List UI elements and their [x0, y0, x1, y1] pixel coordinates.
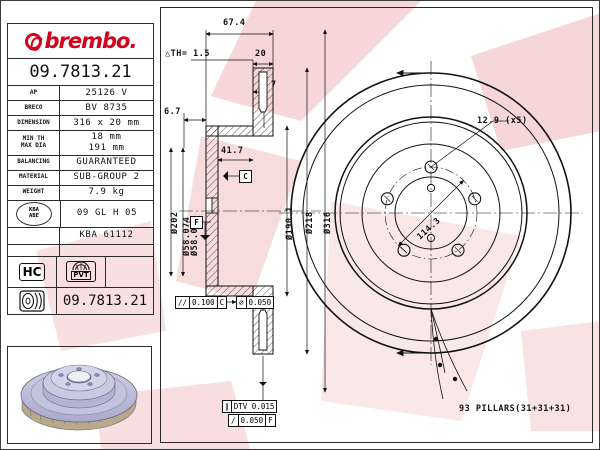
spec-label: BRECO	[8, 101, 60, 115]
fcf-symbol: ∕	[229, 415, 239, 426]
spec-row-weight: WEIGHT 7.9 kg	[8, 185, 153, 201]
fcf-datum: C	[219, 298, 225, 307]
pvt-arc-icon	[72, 262, 90, 271]
spec-row-breco: BRECO BV 8735	[8, 101, 153, 116]
pvt-icon: PVT	[66, 261, 96, 283]
fcf-value: DTV 0.015	[233, 402, 275, 411]
fcf-symbol: ∕∕	[176, 297, 191, 308]
fcf-value: 0.050	[248, 298, 272, 307]
kba-value-1: 09 GL H 05	[76, 208, 138, 219]
kba-value-2: KBA 61112	[79, 230, 134, 241]
product-photo-panel	[7, 346, 152, 444]
hc-icon-cell: HC	[8, 256, 57, 287]
fcf-dtv: ∥ DTV 0.015	[222, 400, 278, 413]
dim-outer-diameter-218: Ø218	[305, 211, 315, 234]
spec-label: WEIGHT	[8, 185, 60, 200]
certification-icons-row: HC PVT	[8, 256, 153, 288]
spacer-label	[8, 244, 60, 256]
spacer-row	[8, 244, 153, 257]
fcf-symbol: ⌀	[237, 297, 247, 308]
spec-label: DIMENSION	[8, 116, 60, 130]
dim-hat-height: 41.7	[221, 146, 244, 156]
spec-info-panel: brembo. 09.7813.21 AP 25126 V BRECO BV 8…	[7, 23, 154, 315]
spec-row-kba-2: KBA 61112	[8, 227, 153, 245]
dim-hat-diameter: Ø202	[170, 211, 180, 234]
spec-value: 18 mm 191 mm	[60, 131, 153, 155]
spec-row-min-th-max-dia: MIN TH MAX DIA 18 mm 191 mm	[8, 131, 153, 156]
empty-icon-cell	[106, 257, 153, 287]
spec-label-line2: MAX DIA	[20, 141, 47, 149]
kba-label-line2: ABE	[29, 212, 39, 219]
spec-label: BALANCING	[8, 155, 60, 170]
spec-value: GUARANTEED	[76, 157, 137, 168]
fcf-datum: F	[268, 416, 273, 425]
fcf-runout-050: ⌀ 0.050	[236, 296, 275, 309]
pvt-icon-cell: PVT	[57, 256, 106, 287]
datum-f: F	[190, 216, 203, 229]
kba-abe-seal: KBA ABE	[8, 200, 61, 227]
spec-label-line1: MIN TH	[22, 134, 45, 142]
spec-label: MATERIAL	[8, 170, 60, 185]
dim-th-variation: △TH= 1.5	[165, 49, 210, 59]
product-photo	[20, 364, 138, 431]
dim-inner-diameter: Ø190.1	[285, 206, 295, 240]
kba-oval-icon: KBA ABE	[16, 201, 52, 226]
bottom-code-row: 09.7813.21	[8, 287, 153, 314]
fcf-symbol: ∥	[223, 401, 232, 412]
fcf-value: 0.050	[239, 415, 267, 426]
spec-row-dimension: DIMENSION 316 x 20 mm	[8, 116, 153, 131]
spec-value-line1: 18 mm	[91, 132, 122, 142]
kba-label-line1: KBA	[29, 206, 39, 213]
brembo-mark-icon	[24, 32, 42, 50]
spec-value: 7.9 kg	[88, 187, 125, 198]
spec-value: SUB-GROUP 2	[73, 172, 140, 183]
pvt-label: PVT	[71, 271, 91, 281]
spec-row-material: MATERIAL SUB-GROUP 2	[8, 170, 153, 186]
fcf-parallelism-c: ∕∕ 0.100 C	[175, 296, 228, 309]
part-number: 09.7813.21	[8, 59, 153, 86]
spec-row-ap: AP 25126 V	[8, 86, 153, 101]
brembo-logo: brembo.	[8, 24, 153, 59]
spec-value: 25126 V	[85, 87, 128, 98]
spec-label: MIN TH MAX DIA	[8, 131, 60, 155]
brembo-wordmark: brembo.	[44, 28, 138, 53]
fcf-flatness-f: ∕ 0.050 F	[228, 414, 276, 427]
technical-drawing-panel: 67.4 20 △TH= 1.5 7 6.7 41.7 Ø190.1 Ø218 …	[160, 7, 593, 443]
dim-outer-diameter-316: Ø316	[323, 211, 333, 234]
datum-c: C	[239, 170, 252, 183]
disc-icon-cell	[8, 287, 57, 314]
kba-spacer	[8, 227, 60, 244]
dim-bolt-diameter: 12.9 (x5)	[477, 116, 528, 126]
spec-value-line2: 191 mm	[88, 142, 125, 153]
spec-row-kba-1: KBA ABE 09 GL H 05	[8, 200, 153, 228]
spec-label: AP	[8, 86, 60, 100]
label-pillars: 93 PILLARS(31+31+31)	[459, 404, 572, 414]
dim-ring-thickness: 20	[255, 49, 267, 59]
spec-value: 316 x 20 mm	[73, 117, 140, 128]
bottom-part-number: 09.7813.21	[62, 292, 148, 309]
dim-overall-width: 67.4	[223, 18, 246, 28]
spec-row-balancing: BALANCING GUARANTEED	[8, 155, 153, 171]
spacer-value	[60, 245, 153, 256]
technical-drawing-svg	[168, 29, 583, 414]
brake-disc-icon	[19, 289, 45, 312]
dim-hat-offset: 6.7	[164, 107, 181, 117]
fcf-value: 0.100	[190, 297, 218, 308]
spec-value: BV 8735	[85, 102, 128, 113]
hc-icon: HC	[18, 262, 46, 281]
dim-vane-depth: 7	[271, 80, 277, 90]
